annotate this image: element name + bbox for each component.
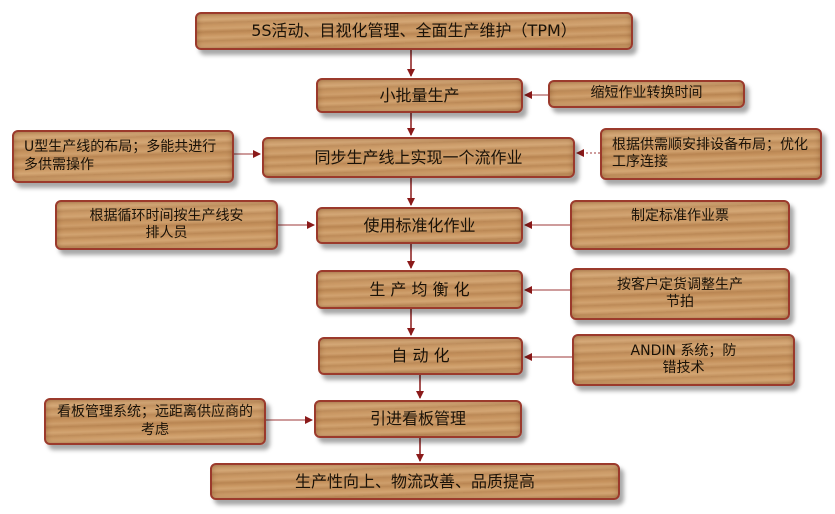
step-small-batch: 小批量生产 bbox=[316, 78, 523, 113]
step-standard-work: 使用标准化作业 bbox=[316, 207, 523, 244]
input-std-work-sheet: 制定标准作业票 bbox=[570, 200, 790, 250]
input-layout-by-demand: 根据供需顺安排设备布局；优化工序连接 bbox=[600, 128, 822, 180]
step-one-piece-flow: 同步生产线上实现一个流作业 bbox=[262, 137, 575, 178]
step-5s-tpm: 5S活动、目视化管理、全面生产维护（TPM） bbox=[195, 12, 633, 50]
step-kanban: 引进看板管理 bbox=[314, 400, 522, 438]
step-automation: 自 动 化 bbox=[318, 337, 523, 375]
step-leveling: 生 产 均 衡 化 bbox=[316, 270, 523, 309]
step-result: 生产性向上、物流改善、品质提高 bbox=[210, 463, 620, 500]
input-adjust-takt: 按客户定货调整生产节拍 bbox=[570, 268, 790, 320]
input-u-line: U型生产线的布局；多能共进行多供需操作 bbox=[12, 130, 234, 183]
input-staff-by-cycle: 根据循环时间按生产线安排人员 bbox=[55, 200, 278, 250]
input-kanban-system: 看板管理系统；远距离供应商的考虑 bbox=[44, 398, 266, 445]
input-shorten-changeover: 缩短作业转换时间 bbox=[548, 80, 745, 108]
input-andin: ANDIN 系统；防错技术 bbox=[572, 334, 795, 386]
